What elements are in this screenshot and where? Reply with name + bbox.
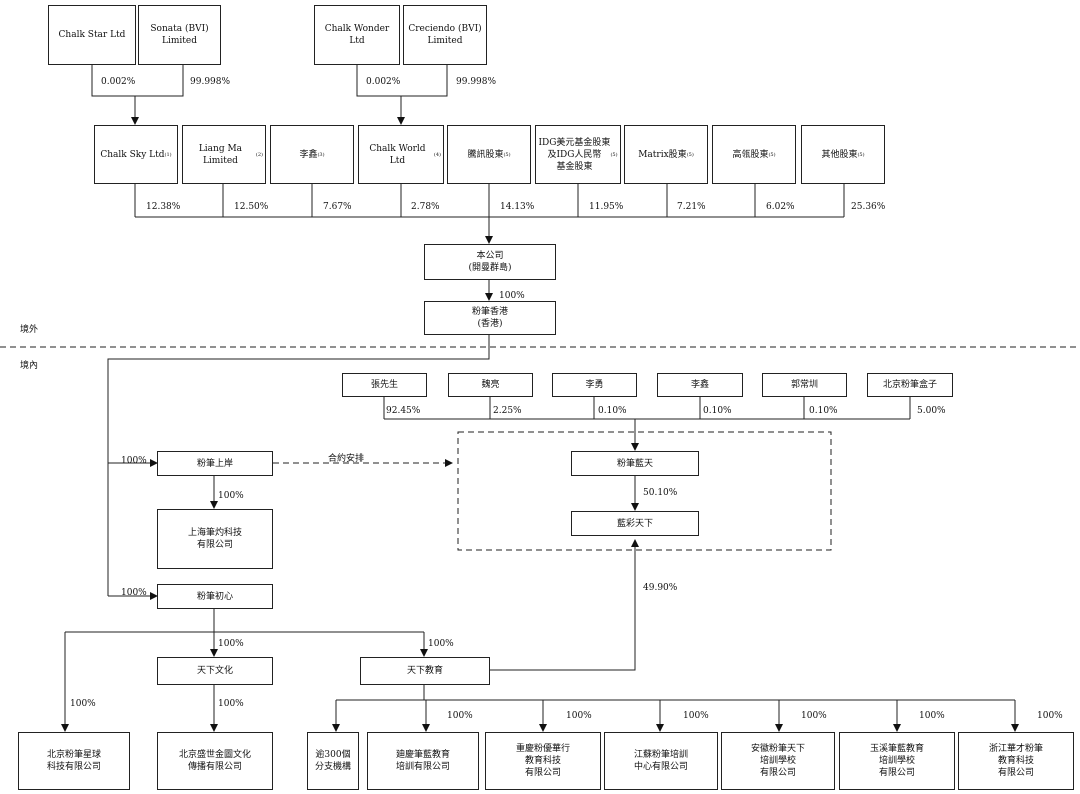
pct-creciendo: 99.998% <box>456 77 497 87</box>
shareholder-pct: 7.21% <box>677 202 706 212</box>
wenhua-pct: 100% <box>218 699 244 709</box>
vie-holder-pct: 92.45% <box>386 406 421 416</box>
wenhua-branch-pct: 100% <box>218 639 244 649</box>
shareholder-box: Matrix股東(5) <box>624 125 708 184</box>
shareholder-pct: 11.95% <box>589 202 624 212</box>
shareholder-pct: 25.36% <box>851 202 886 212</box>
lancai-box: 藍彩天下 <box>571 511 699 536</box>
subsidiary-pct: 100% <box>683 711 709 721</box>
shareholder-box: Liang Ma Limited(2) <box>182 125 266 184</box>
pct-chalk-wonder: 0.002% <box>366 77 401 87</box>
vie-holder-pct: 0.10% <box>809 406 838 416</box>
jiaoyu-branch-pct: 100% <box>428 639 454 649</box>
subsidiary-box: 玉溪筆藍教育 培訓學校 有限公司 <box>839 732 955 790</box>
shareholder-pct: 12.38% <box>146 202 181 212</box>
shanghai-pct: 100% <box>218 491 244 501</box>
shangan-pct: 100% <box>121 456 147 466</box>
subsidiary-pct: 100% <box>919 711 945 721</box>
shareholder-pct: 7.67% <box>323 202 352 212</box>
subsidiary-box: 廸慶筆藍教育 培訓有限公司 <box>367 732 479 790</box>
lancai-pct: 49.90% <box>643 583 678 593</box>
vie-holder-pct: 5.00% <box>917 406 946 416</box>
company-hk-pct: 100% <box>499 291 525 301</box>
shareholder-box: 李鑫(3) <box>270 125 354 184</box>
chuxin-pct: 100% <box>121 588 147 598</box>
subsidiary-box: 浙江華才粉筆 教育科技 有限公司 <box>958 732 1074 790</box>
shareholder-box: IDG美元基金股東 及IDG人民幣 基金股東(5) <box>535 125 621 184</box>
shanghai-box: 上海筆灼科技 有限公司 <box>157 509 273 569</box>
xingqiu-pct: 100% <box>70 699 96 709</box>
vie-holder-pct: 0.10% <box>598 406 627 416</box>
beijing-shengshi-box: 北京盛世金圖文化 傳播有限公司 <box>157 732 273 790</box>
subsidiary-pct: 100% <box>801 711 827 721</box>
shareholder-box: 騰訊股東(5) <box>447 125 531 184</box>
pct-sonata: 99.998% <box>190 77 231 87</box>
chalk-star-box: Chalk Star Ltd <box>48 5 136 65</box>
sonata-box: Sonata (BVI) Limited <box>138 5 221 65</box>
fenbi-shangan-box: 粉筆上岸 <box>157 451 273 476</box>
shareholder-pct: 2.78% <box>411 202 440 212</box>
subsidiary-box: 重慶粉優華行 教育科技 有限公司 <box>485 732 601 790</box>
onshore-label: 境內 <box>20 361 39 371</box>
subsidiary-box: 江蘇粉筆培訓 中心有限公司 <box>604 732 718 790</box>
shareholder-pct: 14.13% <box>500 202 535 212</box>
subsidiary-box: 安徽粉筆天下 培訓學校 有限公司 <box>721 732 835 790</box>
lantian-pct: 50.10% <box>643 488 678 498</box>
shareholder-box: 其他股東(5) <box>801 125 885 184</box>
chalk-wonder-box: Chalk Wonder Ltd <box>314 5 400 65</box>
subsidiary-pct: 100% <box>1037 711 1063 721</box>
offshore-label: 境外 <box>20 325 39 335</box>
pct-chalk-star: 0.002% <box>101 77 136 87</box>
fenbi-hk-box: 粉筆香港 (香港) <box>424 301 556 335</box>
tianxia-jiaoyu-box: 天下教育 <box>360 657 490 685</box>
shareholder-pct: 6.02% <box>766 202 795 212</box>
vie-holder-pct: 0.10% <box>703 406 732 416</box>
shareholder-box: 高瓴股東(5) <box>712 125 796 184</box>
contract-label: 合約安排 <box>328 454 365 464</box>
shareholder-box: Chalk World Ltd(4) <box>358 125 444 184</box>
vie-holder-box: 郭常圳 <box>762 373 847 397</box>
company-box: 本公司 (開曼群島) <box>424 244 556 280</box>
fenbi-chuxin-box: 粉筆初心 <box>157 584 273 609</box>
vie-holder-pct: 2.25% <box>493 406 522 416</box>
fenbi-lantian-box: 粉筆藍天 <box>571 451 699 476</box>
tianxia-wenhua-box: 天下文化 <box>157 657 273 685</box>
vie-holder-box: 張先生 <box>342 373 427 397</box>
branch-box: 逾300個 分支機構 <box>307 732 359 790</box>
vie-holder-box: 李勇 <box>552 373 637 397</box>
shareholder-pct: 12.50% <box>234 202 269 212</box>
vie-holder-box: 李鑫 <box>657 373 743 397</box>
beijing-xingqiu-box: 北京粉筆星球 科技有限公司 <box>18 732 130 790</box>
shareholder-box: Chalk Sky Ltd(1) <box>94 125 178 184</box>
subsidiary-pct: 100% <box>447 711 473 721</box>
creciendo-box: Creciendo (BVI) Limited <box>403 5 487 65</box>
vie-holder-box: 北京粉筆盒子 <box>867 373 953 397</box>
vie-holder-box: 魏亮 <box>448 373 533 397</box>
subsidiary-pct: 100% <box>566 711 592 721</box>
